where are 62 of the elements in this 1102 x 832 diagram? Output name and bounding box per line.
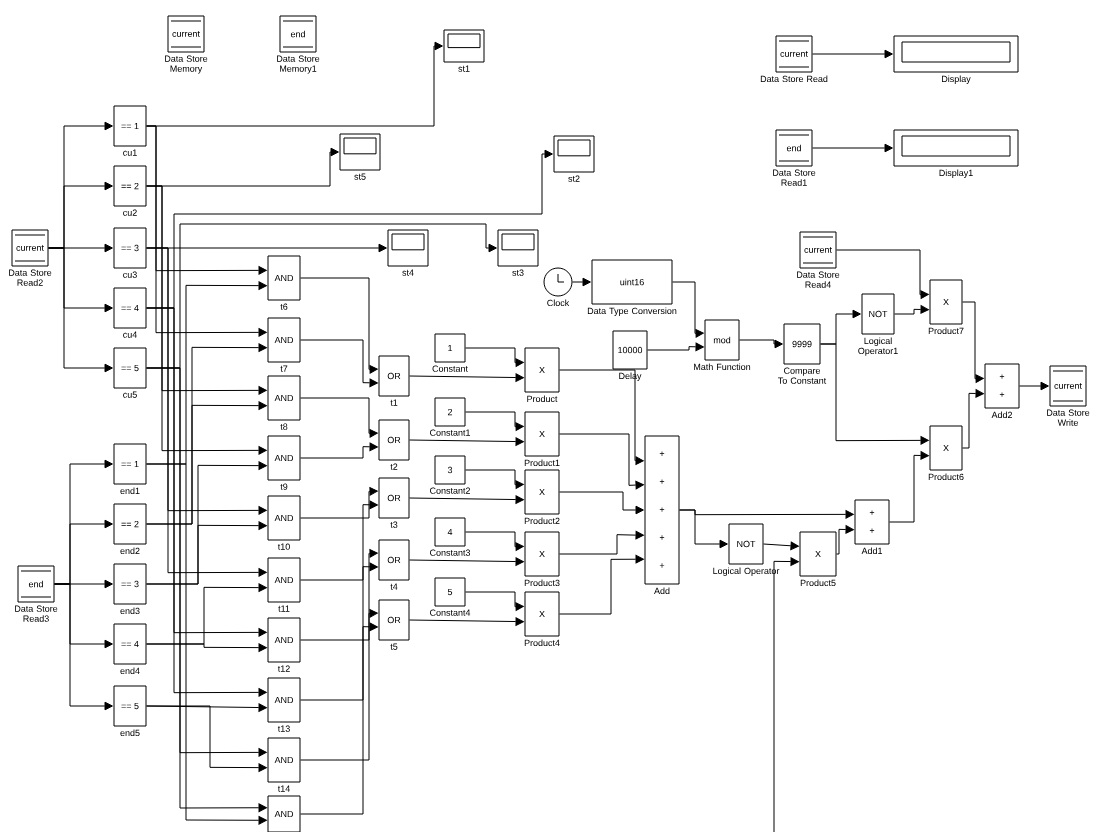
signal-arrow [300, 500, 378, 581]
signal-arrow [672, 281, 704, 338]
signal-arrow [836, 525, 854, 555]
signal-arrow [300, 397, 378, 438]
signal-arrow [679, 509, 854, 519]
signal-arrow [409, 617, 524, 626]
signal-arrow [300, 277, 378, 374]
signal-arrow [146, 185, 267, 455]
scope-block [497, 229, 539, 267]
signal-arrow [559, 433, 644, 490]
signal-arrow [146, 703, 267, 712]
signal-arrow [146, 521, 267, 585]
signal-arrow [409, 557, 524, 566]
signal-arrow [48, 247, 113, 373]
signal-arrow [300, 622, 378, 815]
signal-arrow [146, 125, 267, 337]
signal-arrow [812, 49, 893, 59]
signal-arrow [146, 247, 267, 577]
display-block [893, 129, 1019, 167]
signal-arrow [763, 541, 799, 551]
signal-arrow [836, 249, 929, 299]
signal-arrow [300, 562, 378, 701]
signal-arrow [559, 369, 644, 465]
signal-arrow [812, 143, 893, 153]
signal-arrow [146, 401, 267, 525]
signal-arrow [889, 451, 929, 523]
signal-arrow [465, 411, 524, 431]
signal-arrow [559, 530, 644, 555]
signal-arrow [894, 305, 929, 315]
signal-arrow [300, 339, 378, 388]
signal-arrow [773, 557, 799, 832]
signal-arrow [300, 487, 378, 519]
clock-block [543, 267, 573, 297]
signal-arrow [465, 469, 524, 489]
signal-arrow [146, 705, 267, 772]
signal-arrow [54, 583, 113, 711]
signal-arrow [146, 307, 267, 697]
signal-arrow [300, 609, 378, 761]
signal-arrow [962, 301, 984, 383]
signal-arrow [409, 495, 524, 504]
signal-arrow [559, 491, 644, 515]
signal-arrow [962, 389, 984, 449]
signal-arrow [559, 554, 644, 615]
signal-arrow [409, 373, 524, 382]
signal-arrow [739, 339, 783, 349]
display-block [893, 35, 1019, 73]
scope-block [443, 29, 485, 63]
signal-arrow [465, 347, 524, 367]
signal-arrow [146, 463, 267, 825]
scope-block [339, 133, 381, 171]
signal-arrow [820, 309, 861, 345]
signal-arrow [465, 531, 524, 551]
signal-arrow [300, 442, 378, 459]
signal-arrow [146, 643, 267, 652]
signal-arrow [300, 549, 378, 641]
signal-arrow [465, 591, 524, 611]
scope-block [553, 135, 595, 173]
signal-arrow [572, 277, 591, 287]
signal-arrow [1019, 381, 1049, 391]
scope-block [387, 229, 429, 267]
signal-arrow [647, 342, 704, 352]
signal-arrow [409, 437, 524, 446]
